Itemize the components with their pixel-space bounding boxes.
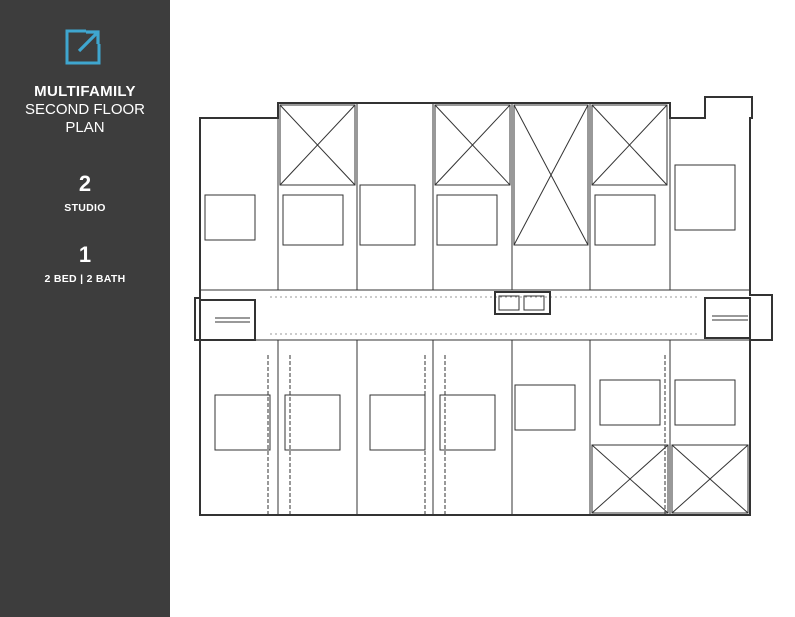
floor-plan-drawing [194,96,773,516]
unit-count-studio: 2 STUDIO [0,171,170,215]
studio-count: 2 [78,171,92,196]
external-link-icon[interactable] [64,28,102,66]
title-line-3: PLAN [65,119,105,136]
plan-title: MULTIFAMILY SECOND FLOOR PLAN [0,83,170,137]
sidebar-panel: MULTIFAMILY SECOND FLOOR PLAN 2 STUDIO 1… [0,0,170,617]
two-bed-label: 2 BED | 2 BATH [44,273,126,285]
title-line-2: SECOND FLOOR [24,101,145,118]
title-line-1: MULTIFAMILY [34,83,136,100]
two-bed-count: 1 [78,242,92,267]
unit-count-2bed: 1 2 BED | 2 BATH [0,242,170,286]
studio-label: STUDIO [64,202,106,214]
